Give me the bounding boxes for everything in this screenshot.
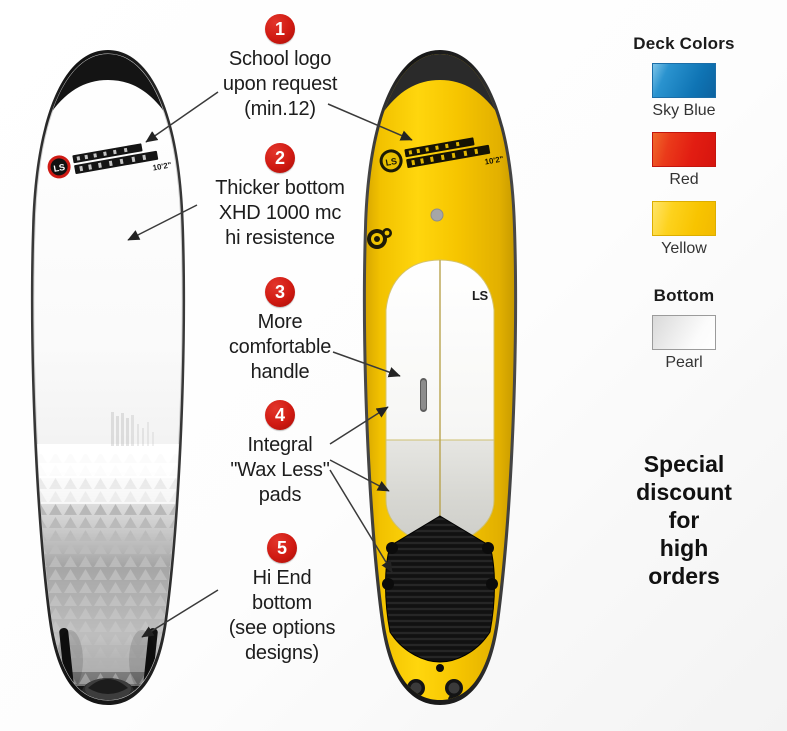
red-label: Red: [669, 171, 699, 188]
callout-2-badge: 2: [265, 143, 295, 173]
callout-5-badge: 5: [267, 533, 297, 563]
brand-logo: LS: [47, 143, 173, 179]
bottom-color-swatch-pearl: Pearl: [586, 315, 782, 372]
callout-4: 4 Integral "Wax Less" pads: [204, 400, 356, 508]
spec-text-watermark: [111, 412, 154, 446]
side-emblem: [367, 228, 392, 249]
deck-vent-plug: [430, 208, 444, 222]
tail-vent-plugs: [407, 679, 463, 700]
promo-text: Special discount for high orders: [636, 451, 732, 589]
leader-1-right: [327, 103, 413, 141]
pearl-label: Pearl: [665, 354, 703, 371]
callout-2: 2 Thicker bottom XHD 1000 mc hi resisten…: [190, 143, 370, 251]
callout-2-text: Thicker bottom XHD 1000 mc hi resistence: [215, 177, 345, 249]
deck-color-swatch-red: Red: [586, 132, 782, 189]
callout-5: 5 Hi End bottom (see options designs): [202, 533, 362, 666]
red-swatch: [652, 132, 716, 167]
pearl-swatch: [652, 315, 716, 350]
deck-color-swatch-yellow: Yellow: [586, 201, 782, 258]
leader-2: [127, 204, 198, 241]
bottom-colors-title: Bottom: [653, 286, 715, 305]
svg-text:LS: LS: [53, 162, 66, 174]
callout-3-badge: 3: [265, 277, 295, 307]
callout-4-text: Integral "Wax Less" pads: [230, 434, 330, 506]
leader-3: [332, 351, 401, 378]
svg-text:LS: LS: [385, 156, 398, 168]
callout-3-text: More comfortable handle: [228, 311, 332, 383]
legend-panel: Deck Colors Sky Blue Red Yellow Bottom P…: [586, 34, 782, 590]
bottom-view-board-svg: LS: [30, 50, 186, 705]
svg-text:10'2": 10'2": [484, 154, 505, 166]
brand-logo: LS: [379, 137, 505, 173]
callout-4-badge: 4: [265, 400, 295, 430]
bottom-view-board: LS: [18, 48, 198, 708]
deck-color-swatch-sky-blue: Sky Blue: [586, 63, 782, 120]
leader-5: [141, 589, 219, 638]
callout-3: 3 More comfortable handle: [204, 277, 356, 385]
sky-blue-swatch: [652, 63, 716, 98]
svg-text:10'2": 10'2": [152, 160, 173, 172]
yellow-label: Yellow: [661, 240, 707, 257]
callout-1-text: School logo upon request (min.12): [222, 48, 338, 120]
leader-4a: [329, 406, 389, 445]
deck-ls-mark: LS: [472, 288, 488, 303]
callout-1-badge: 1: [265, 14, 295, 44]
leader-4c: [329, 469, 393, 573]
carry-handle: [420, 378, 427, 412]
yellow-swatch: [652, 201, 716, 236]
leader-4b: [329, 459, 390, 492]
deck-colors-title: Deck Colors: [633, 34, 735, 53]
leader-1-left: [145, 91, 219, 143]
callout-1: 1 School logo upon request (min.12): [196, 14, 364, 122]
deck-view-board: LS: [350, 48, 530, 708]
callout-5-text: Hi End bottom (see options designs): [228, 567, 336, 664]
sky-blue-label: Sky Blue: [652, 102, 716, 119]
tail-traction-pad: [382, 515, 498, 672]
hi-end-bottom-texture: [33, 444, 183, 686]
deck-view-board-svg: LS: [362, 50, 518, 705]
